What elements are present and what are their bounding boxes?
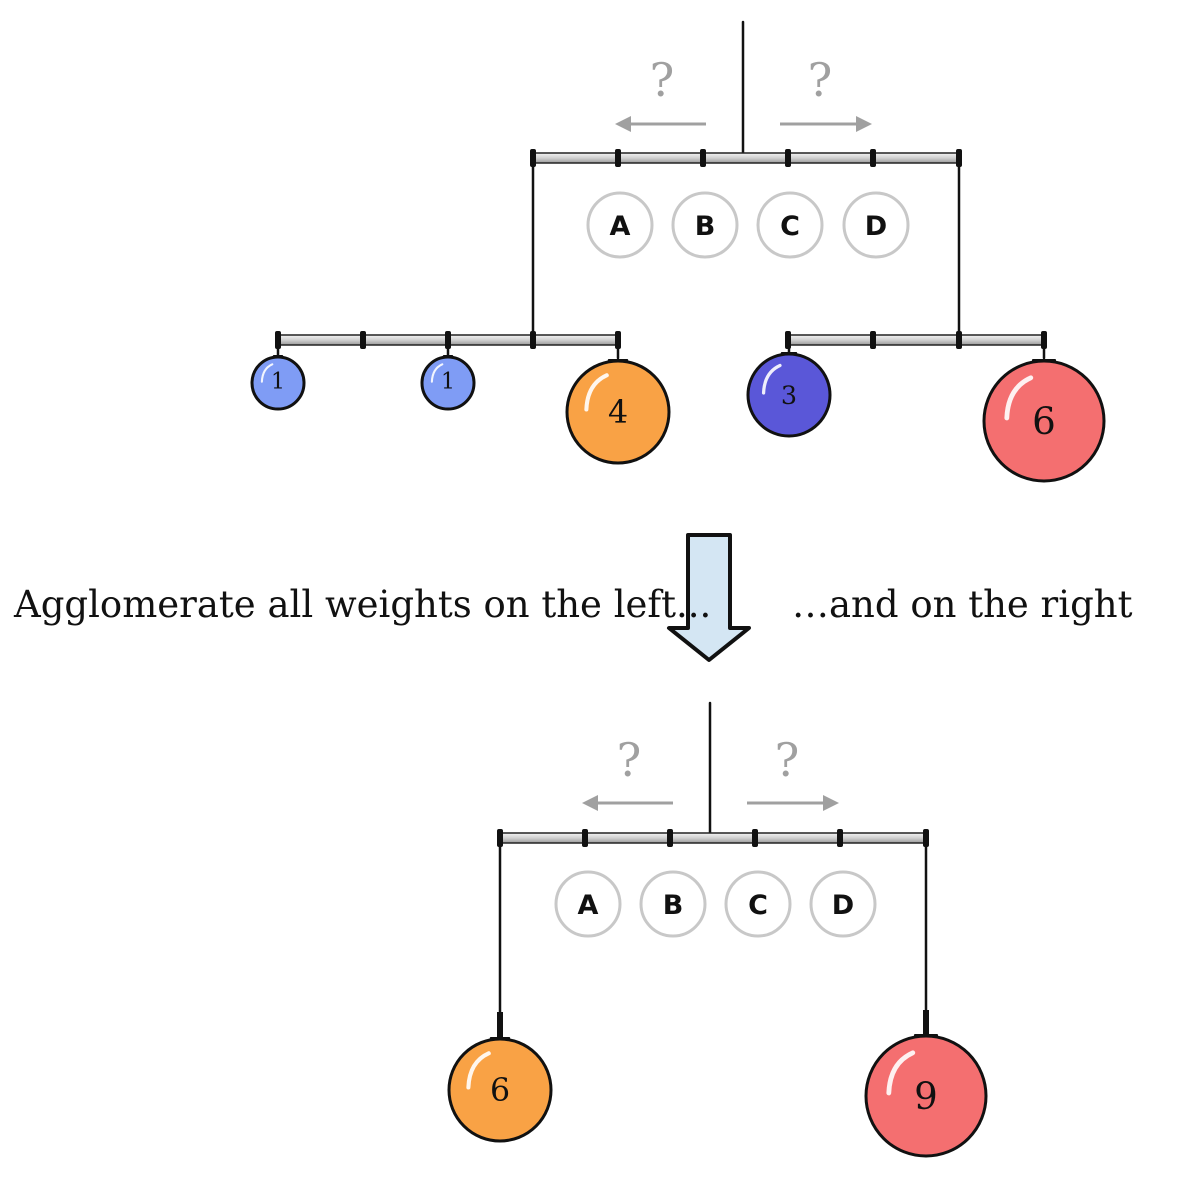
bottom-option-b-ring xyxy=(639,870,707,938)
top-right-sub-bar-notch xyxy=(785,331,791,349)
top-option-d-ring xyxy=(842,191,910,259)
bottom-left-hint-arrow-head xyxy=(582,795,598,811)
top-option-a: A xyxy=(586,191,654,259)
weight-orange-6-shine xyxy=(466,1051,491,1090)
bottom-option-b: B xyxy=(639,870,707,938)
weight-red-9: 9 xyxy=(864,1034,988,1158)
bottom-right-hook xyxy=(923,1010,929,1036)
top-option-c-label: C xyxy=(780,211,800,242)
bottom-option-b-label: B xyxy=(663,890,684,921)
weight-red-9-label: 9 xyxy=(914,1074,938,1118)
bottom-option-c-label: C xyxy=(748,890,768,921)
bottom-main-bar-notch xyxy=(837,829,843,847)
bottom-right-hint-arrow: ? xyxy=(747,733,839,811)
bottom-left-hint-arrow: ? xyxy=(582,733,673,811)
weight-blue-1a-shine xyxy=(260,363,274,383)
top-option-b-ring xyxy=(671,191,739,259)
top-option-c-ring xyxy=(756,191,824,259)
top-right-sub-bar-notch xyxy=(956,331,962,349)
bottom-main-bar-notch xyxy=(582,829,588,847)
top-left-sub-bar-notch xyxy=(275,331,281,349)
top-option-a-label: A xyxy=(610,211,631,242)
top-main-bar-notch xyxy=(870,149,876,167)
weight-orange-6-label: 6 xyxy=(490,1073,510,1109)
weight-orange-4: 4 xyxy=(565,359,671,465)
top-left-sub-bar xyxy=(275,331,621,349)
weight-orange-6: 6 xyxy=(447,1037,553,1143)
bottom-main-bar-notch xyxy=(923,829,929,847)
top-main-bar-notch xyxy=(785,149,791,167)
bottom-main-bar-notch xyxy=(497,829,503,847)
top-right-sub-bar xyxy=(785,331,1047,349)
bottom-option-d-label: D xyxy=(832,890,854,921)
weight-blue-1b-label: 1 xyxy=(441,370,455,395)
top-option-d-label: D xyxy=(865,211,887,242)
down-arrow-icon xyxy=(667,533,751,662)
top-main-bar-rod xyxy=(532,152,961,164)
bottom-left-hint-arrow-question: ? xyxy=(617,733,642,787)
top-left-hint-arrow-question: ? xyxy=(650,53,675,107)
weight-purple-3-shine xyxy=(761,363,782,395)
bottom-option-d-ring xyxy=(809,870,877,938)
top-left-hint-arrow-head xyxy=(615,116,631,132)
weight-blue-1a: 1 xyxy=(250,355,306,411)
top-right-hint-arrow-head xyxy=(856,116,872,132)
top-right-sub-bar-rod xyxy=(787,334,1047,346)
top-main-bar-notch xyxy=(615,149,621,167)
weight-blue-1b-shine xyxy=(430,363,444,383)
top-left-sub-bar-notch xyxy=(530,331,536,349)
bottom-main-bar-rod xyxy=(499,832,928,844)
top-option-b: B xyxy=(671,191,739,259)
top-option-c: C xyxy=(756,191,824,259)
bottom-right-hint-arrow-head xyxy=(823,795,839,811)
bottom-option-c: C xyxy=(724,870,792,938)
weight-orange-4-shine xyxy=(584,373,609,412)
bottom-main-bar xyxy=(497,829,929,847)
top-main-bar-notch xyxy=(530,149,536,167)
top-right-hint-arrow-question: ? xyxy=(808,53,833,107)
weight-orange-4-label: 4 xyxy=(608,395,628,431)
weight-red-6: 6 xyxy=(982,359,1106,483)
weight-red-6-shine xyxy=(1004,375,1034,421)
weight-red-6-label: 6 xyxy=(1032,399,1056,443)
weight-purple-3: 3 xyxy=(746,352,832,438)
bottom-main-bar-notch xyxy=(752,829,758,847)
top-option-d: D xyxy=(842,191,910,259)
bottom-option-c-ring xyxy=(724,870,792,938)
bottom-left-hook xyxy=(497,1012,503,1038)
top-main-bar-notch xyxy=(700,149,706,167)
weight-red-9-shine xyxy=(886,1050,916,1096)
top-main-bar-notch xyxy=(956,149,962,167)
bottom-option-a: A xyxy=(554,870,622,938)
right-caption: …and on the right xyxy=(792,583,1133,626)
weight-blue-1b: 1 xyxy=(420,355,476,411)
bottom-right-hint-arrow-question: ? xyxy=(775,733,800,787)
top-left-hint-arrow: ? xyxy=(615,53,706,132)
top-right-hint-arrow: ? xyxy=(780,53,872,132)
bottom-option-a-label: A xyxy=(578,890,599,921)
bottom-main-bar-notch xyxy=(667,829,673,847)
left-caption: Agglomerate all weights on the left... xyxy=(14,583,712,626)
weight-purple-3-label: 3 xyxy=(781,380,797,410)
top-option-a-ring xyxy=(586,191,654,259)
top-option-b-label: B xyxy=(695,211,716,242)
top-right-sub-bar-notch xyxy=(1041,331,1047,349)
bottom-option-d: D xyxy=(809,870,877,938)
top-left-sub-bar-notch xyxy=(445,331,451,349)
top-left-sub-bar-notch xyxy=(360,331,366,349)
top-right-sub-bar-notch xyxy=(870,331,876,349)
top-main-bar xyxy=(530,149,962,167)
weight-blue-1a-label: 1 xyxy=(271,370,285,395)
bottom-option-a-ring xyxy=(554,870,622,938)
top-left-sub-bar-notch xyxy=(615,331,621,349)
